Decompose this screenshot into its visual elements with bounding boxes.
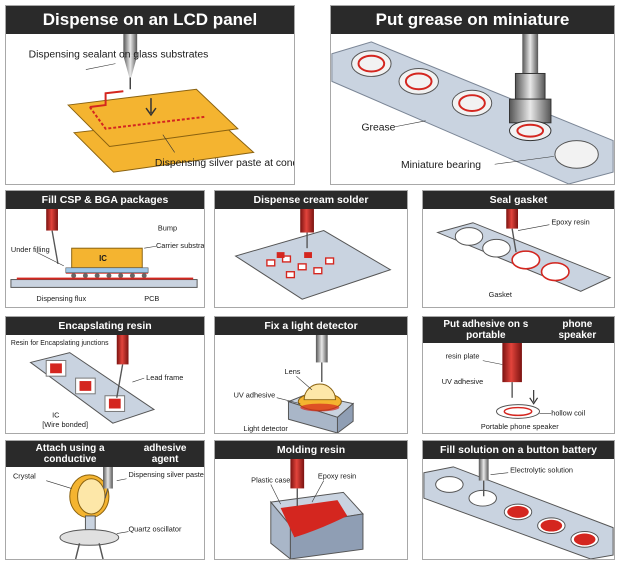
light-label-lens: Lens (285, 367, 301, 376)
panel-encap: Encapslating resin Resin for Encapslatin… (5, 316, 205, 434)
title-line-2: adhesive agent (143, 443, 187, 465)
panel-light: Fix a light detector Lens UV adhesive Li… (214, 316, 408, 434)
csp-label-carrier: Carrier substrate (156, 241, 204, 250)
csp-illustration: Bump Under filling IC Carrier substrate … (6, 209, 204, 307)
encap-label-ic: IC (52, 410, 60, 419)
grease-illustration: Grease Miniature bearing (331, 34, 614, 184)
panel-speaker: Put adhesive on s portable phone speaker… (422, 316, 615, 434)
molding-illustration: Plastic case Epoxy resin (215, 459, 407, 559)
panel-title: Put grease on miniature (331, 6, 614, 34)
panel-title: Encapslating resin (6, 317, 204, 335)
molding-label-epoxy: Epoxy resin (318, 472, 356, 481)
panel-title: Dispense cream solder (215, 191, 407, 209)
title-line-1: Attach using a conductive (35, 443, 105, 465)
light-illustration: Lens UV adhesive Light detector (215, 335, 407, 433)
speaker-label-plate: resin plate (446, 352, 480, 361)
battery-label-solution: Electrolytic solution (510, 466, 573, 475)
panel-conductive: Attach using a conductive adhesive agent… (5, 440, 205, 560)
molding-label-case: Plastic case (251, 476, 290, 485)
panel-title: Put adhesive on s portable phone speaker (423, 317, 614, 343)
cream-illustration (215, 209, 407, 307)
lcd-label-silver: Dispensing silver paste at conductive po… (155, 158, 294, 169)
gasket-label-epoxy: Epoxy resin (551, 218, 589, 227)
panel-molding: Molding resin Plastic case Epoxy resin (214, 440, 408, 560)
conductive-label-silver: Dispensing silver paste (128, 470, 203, 479)
encap-label-wirebonded: [Wire bonded] (42, 420, 88, 429)
grease-label-bearing: Miniature bearing (401, 160, 481, 171)
lcd-label-sealant: Dispensing sealant on glass substrates (29, 50, 209, 61)
conductive-illustration: Crystal Dispensing silver paste Quartz o… (6, 467, 204, 559)
csp-label-pcb: PCB (144, 294, 159, 303)
panel-title: Dispense on an LCD panel (6, 6, 294, 34)
panel-lcd: Dispense on an LCD panel Dispensing seal… (5, 5, 295, 185)
encap-label-resin: Resin for Encapslating junctions (11, 340, 109, 347)
panel-title: Seal gasket (423, 191, 614, 209)
speaker-label-uv: UV adhesive (442, 377, 484, 386)
conductive-label-quartz: Quartz oscillator (128, 525, 182, 534)
panel-title: Fill solution on a button battery (423, 441, 614, 459)
speaker-label-coil: hollow coil (551, 408, 585, 417)
panel-title: Fix a light detector (215, 317, 407, 335)
csp-label-bump: Bump (158, 224, 177, 233)
lcd-illustration: Dispensing sealant on glass substrates D… (6, 34, 294, 184)
speaker-label-speaker: Portable phone speaker (481, 422, 559, 431)
panel-grease: Put grease on miniature Grease (330, 5, 615, 185)
csp-label-underfilling: Under filling (11, 245, 50, 254)
panel-title: Attach using a conductive adhesive agent (6, 441, 204, 467)
csp-label-ic: IC (99, 254, 107, 263)
panel-title: Molding resin (215, 441, 407, 459)
csp-label-flux: Dispensing flux (36, 294, 86, 303)
encap-illustration: Resin for Encapslating junctions Lead fr… (6, 335, 204, 433)
speaker-illustration: resin plate UV adhesive hollow coil Port… (423, 343, 614, 433)
panel-gasket: Seal gasket Epoxy resin Gasket (422, 190, 615, 308)
conductive-label-crystal: Crystal (13, 472, 36, 481)
gasket-label-gasket: Gasket (489, 290, 512, 299)
panel-cream: Dispense cream solder (214, 190, 408, 308)
panel-csp: Fill CSP & BGA packages Bump Under filli… (5, 190, 205, 308)
panel-title: Fill CSP & BGA packages (6, 191, 204, 209)
light-label-detector: Light detector (243, 424, 288, 433)
battery-illustration: Electrolytic solution (423, 459, 614, 559)
gasket-illustration: Epoxy resin Gasket (423, 209, 614, 307)
title-line-2: phone speaker (558, 319, 597, 341)
encap-label-leadframe: Lead frame (146, 373, 183, 382)
grease-label-grease: Grease (361, 123, 395, 134)
light-label-uv: UV adhesive (234, 391, 276, 400)
panel-battery: Fill solution on a button battery Electr… (422, 440, 615, 560)
title-line-1: Put adhesive on s portable (443, 319, 529, 341)
